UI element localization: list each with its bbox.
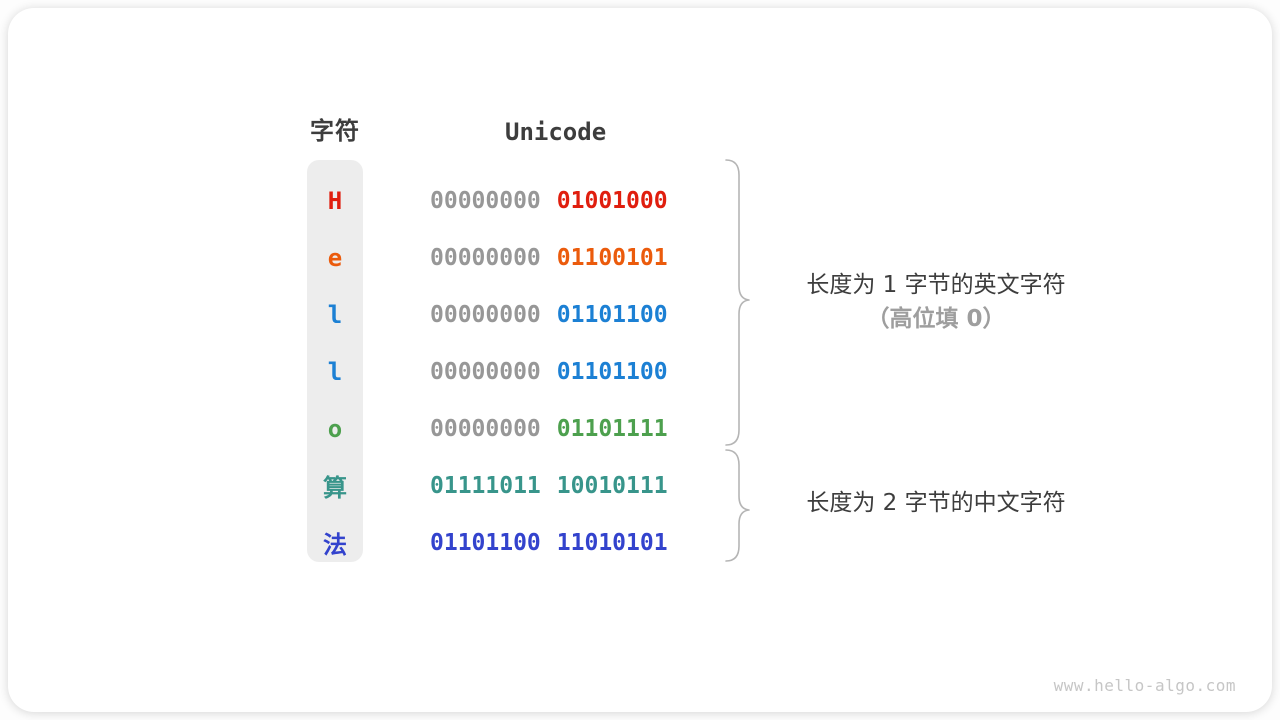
watermark: www.hello-algo.com xyxy=(1053,676,1236,695)
byte-high: 01101100 xyxy=(430,529,541,556)
unicode-bytes: 00000000 01001000 xyxy=(430,188,668,214)
byte-low: 01100101 xyxy=(556,244,668,271)
unicode-bytes: 00000000 01101111 xyxy=(430,416,668,442)
character-cell: 算 xyxy=(323,474,347,502)
byte-high: 00000000 xyxy=(430,358,541,385)
byte-low: 10010111 xyxy=(556,472,668,499)
byte-low: 11010101 xyxy=(556,529,668,556)
table-row: e 00000000 01100101 xyxy=(8,229,1272,286)
brace-english-group xyxy=(725,159,750,446)
byte-low: 01101100 xyxy=(556,358,668,385)
unicode-bytes: 00000000 01100101 xyxy=(430,245,668,271)
unicode-bytes: 01101100 11010101 xyxy=(430,530,668,556)
character-cell: H xyxy=(327,186,343,215)
byte-low: 01001000 xyxy=(556,187,668,214)
figure-card: 字符 Unicode H 00000000 01001000 e 00000000… xyxy=(8,8,1272,712)
byte-high: 01111011 xyxy=(430,472,541,499)
byte-low: 01101111 xyxy=(556,415,668,442)
byte-low: 01101100 xyxy=(556,301,668,328)
annotation-english-chars: 长度为 1 字节的英文字符 （高位填 0） xyxy=(760,268,1112,336)
byte-high: 00000000 xyxy=(430,244,541,271)
character-cell: 法 xyxy=(323,531,347,559)
table-row: 算 01111011 10010111 xyxy=(8,457,1272,514)
annotation-line: 长度为 1 字节的英文字符 xyxy=(806,272,1066,298)
character-cell: l xyxy=(327,357,343,386)
character-cell: e xyxy=(327,243,343,272)
table-row: o 00000000 01101111 xyxy=(8,400,1272,457)
table-row: H 00000000 01001000 xyxy=(8,172,1272,229)
byte-high: 00000000 xyxy=(430,301,541,328)
table-row: 法 01101100 11010101 xyxy=(8,514,1272,571)
unicode-bytes: 01111011 10010111 xyxy=(430,473,668,499)
brace-chinese-group xyxy=(725,449,750,562)
byte-high: 00000000 xyxy=(430,187,541,214)
column-header-char: 字符 xyxy=(310,117,360,145)
unicode-bytes: 00000000 01101100 xyxy=(430,302,668,328)
annotation-chinese-chars: 长度为 2 字节的中文字符 xyxy=(760,486,1112,520)
character-cell: l xyxy=(327,300,343,329)
unicode-bytes: 00000000 01101100 xyxy=(430,359,668,385)
column-header-unicode: Unicode xyxy=(505,118,607,146)
character-column-background xyxy=(307,160,363,562)
byte-high: 00000000 xyxy=(430,415,541,442)
character-cell: o xyxy=(327,414,343,443)
table-row: l 00000000 01101100 xyxy=(8,286,1272,343)
annotation-note: （高位填 0） xyxy=(866,306,1006,332)
table-row: l 00000000 01101100 xyxy=(8,343,1272,400)
annotation-line: 长度为 2 字节的中文字符 xyxy=(806,490,1066,516)
